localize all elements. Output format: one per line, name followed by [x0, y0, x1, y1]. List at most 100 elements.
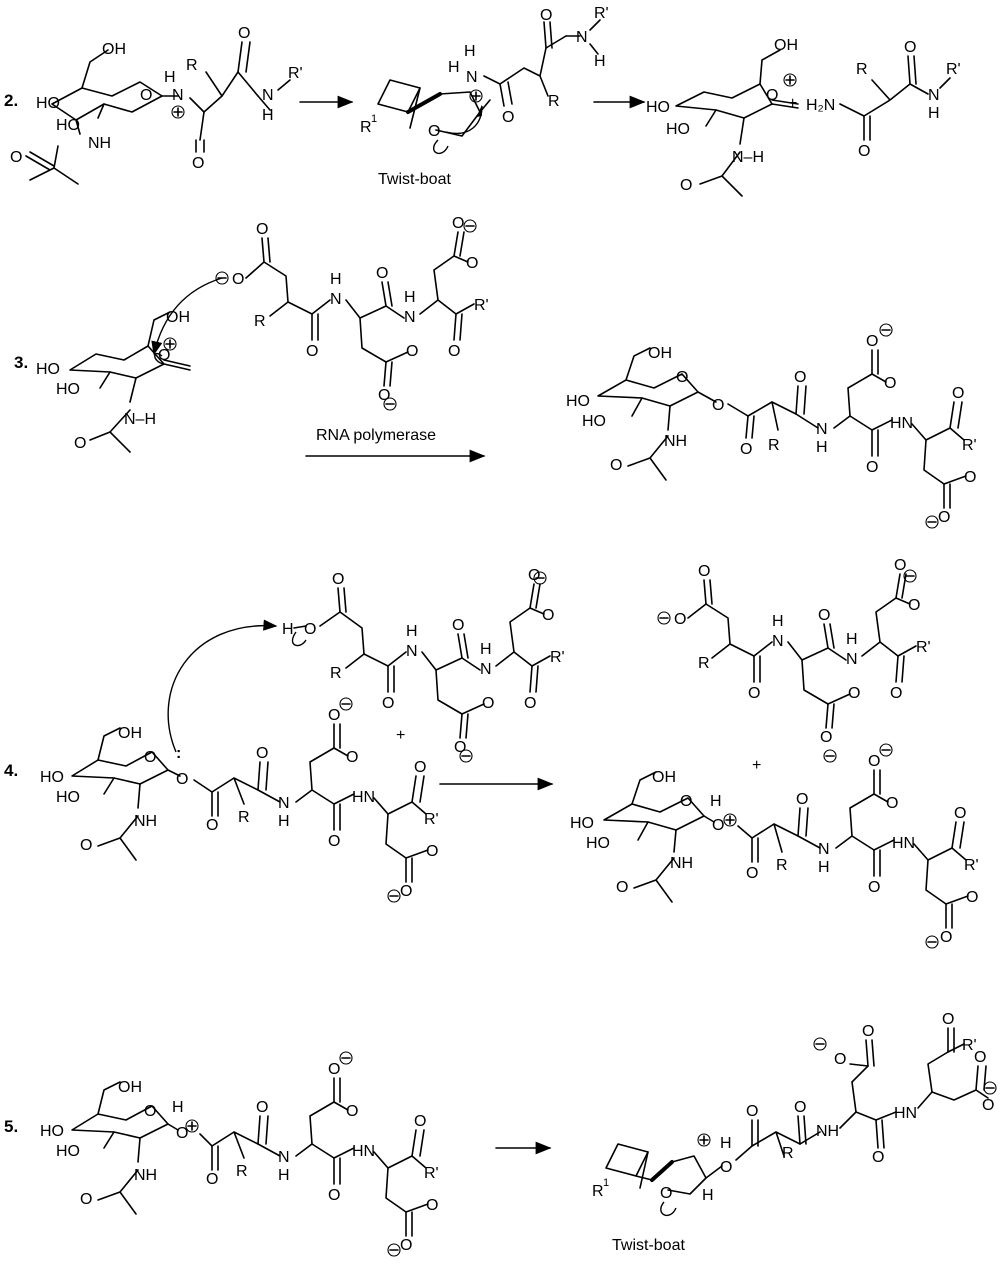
rna-polymerase-label: RNA polymerase — [316, 427, 436, 444]
o-label: O — [818, 607, 830, 624]
n-label: N — [772, 633, 784, 650]
h-label: H — [772, 613, 784, 630]
o-label: O — [454, 739, 466, 756]
step4-protonated-glycosyl-ester: OH HO HO O NH O O H O R O N H O O O HN O… — [570, 743, 979, 949]
o-label: O — [332, 571, 344, 588]
ho-label: HO — [646, 99, 670, 116]
ho-label: HO — [666, 121, 690, 138]
r-label: R — [238, 809, 250, 826]
o-label: O — [542, 607, 554, 624]
nh-label: N–H — [732, 149, 764, 166]
o-label: O — [304, 621, 316, 638]
step2-amide-product: H₂N O R O N H R' — [806, 39, 961, 160]
ring-o-label: O — [680, 793, 692, 810]
ho-label: HO — [36, 361, 60, 378]
r-label: R — [856, 61, 868, 78]
ring-o-label: O — [144, 1103, 156, 1120]
o-label: O — [524, 695, 536, 712]
r-prime-label: R' — [424, 1165, 439, 1182]
r-prime-label: R' — [964, 857, 979, 874]
o-label: O — [794, 369, 806, 386]
o-label: O — [306, 343, 318, 360]
h-label: H — [480, 641, 492, 658]
o-label: O — [256, 1099, 268, 1116]
n-label: N — [406, 643, 418, 660]
nh-label: NH — [816, 1123, 839, 1140]
r-label: R — [548, 93, 560, 110]
ho-label: HO — [56, 789, 80, 806]
plus-sign: + — [396, 727, 405, 744]
hn-label: HN — [352, 1143, 375, 1160]
o-label: O — [176, 1125, 188, 1142]
o-label: O — [328, 1061, 340, 1078]
ho-label: HO — [36, 95, 60, 112]
o-label: O — [890, 685, 902, 702]
h-label: H — [816, 439, 828, 456]
h-label: H — [702, 1187, 714, 1204]
step2-oxocarbenium-product: OH HO HO O N–H O — [646, 37, 799, 197]
o-label: O — [378, 387, 390, 404]
h-label: H — [262, 107, 274, 124]
o-label: O — [256, 745, 268, 762]
o-label: O — [616, 879, 628, 896]
ring-o-label: O — [144, 749, 156, 766]
o-label: O — [698, 563, 710, 580]
r-label: R — [186, 57, 198, 74]
o-label: O — [740, 441, 752, 458]
n-label: N — [576, 29, 588, 46]
oh-label: OH — [774, 37, 798, 54]
r-label: R — [768, 437, 780, 454]
o-label: O — [328, 707, 340, 724]
n-label: N — [816, 421, 828, 438]
h-label: H — [172, 1099, 184, 1116]
h-label: H — [710, 793, 722, 810]
h-label: H — [818, 859, 830, 876]
ring-o-label: O — [140, 87, 152, 104]
o-label: O — [834, 1051, 846, 1068]
o-label: O — [952, 385, 964, 402]
ho-label: HO — [56, 381, 80, 398]
o-label: O — [660, 1185, 672, 1202]
step3-oxocarbenium: OH HO HO O N–H O — [36, 309, 191, 453]
o-label: O — [848, 685, 860, 702]
nh-label: NH — [670, 855, 693, 872]
step-4-label: 4. — [4, 761, 18, 780]
plus-sign: + — [752, 757, 761, 774]
n-label: N — [404, 309, 416, 326]
o-label: O — [746, 1103, 758, 1120]
superscript-1: 1 — [603, 1177, 609, 1189]
nh-label: N–H — [124, 411, 156, 428]
r1-label: R — [592, 1183, 604, 1200]
oh-label: OH — [166, 309, 190, 326]
o-label: O — [192, 155, 204, 172]
step4-glycosyl-ester: OH HO HO O NH O O : O R O N H O O O HN O… — [40, 697, 439, 903]
ho-label: HO — [40, 769, 64, 786]
oh-label: OH — [118, 725, 142, 742]
ring-o-label: O — [676, 369, 688, 386]
r-prime-label: R' — [962, 1037, 977, 1054]
o-label: O — [376, 265, 388, 282]
o-label: O — [954, 805, 966, 822]
step-3-label: 3. — [14, 353, 28, 372]
ho-label: HO — [56, 117, 80, 134]
r-prime-label: R' — [916, 639, 931, 656]
o-label: O — [868, 879, 880, 896]
o-label: O — [448, 343, 460, 360]
nh-label: NH — [664, 433, 687, 450]
o-label: O — [428, 123, 440, 140]
ho-label: HO — [586, 835, 610, 852]
o-label: O — [502, 109, 514, 126]
step4-acid-peptide: H O O R O N H O O O N H O O O R' — [282, 567, 565, 763]
o-label: O — [674, 611, 686, 628]
o-label: O — [206, 1171, 218, 1188]
step2-twist-boat-intermediate: O R 1 N H H O R O N R' H — [360, 5, 609, 155]
o-label: O — [884, 375, 896, 392]
n-label: N — [846, 651, 858, 668]
o-label: O — [964, 469, 976, 486]
oh-label: OH — [118, 1079, 142, 1096]
o-label: O — [894, 557, 906, 574]
o-label: O — [238, 25, 250, 42]
hn-label: HN — [894, 1105, 917, 1122]
r-label: R — [698, 655, 710, 672]
